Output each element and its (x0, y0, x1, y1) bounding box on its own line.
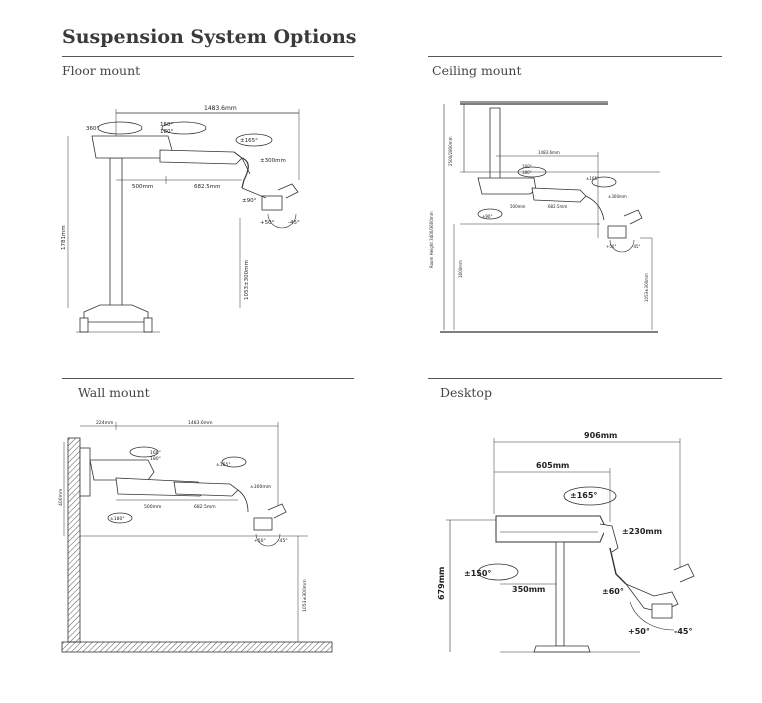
wall-dim-seg1: 500mm (144, 504, 161, 510)
wall-dim-minus45: -45° (278, 538, 288, 544)
floor-panel-rule (62, 56, 354, 57)
desktop-dim-base: 350mm (512, 585, 545, 594)
desktop-dim-minus45: -45° (674, 627, 692, 636)
floor-mount-diagram: 1483.6mm 360° 160° 180° ±165° ±300mm 500… (61, 105, 300, 333)
desktop-dim-tilt: ±165° (570, 491, 597, 500)
wall-dim-working-height: 1053±300mm (302, 579, 308, 612)
ceiling-panel-rule (428, 56, 722, 57)
desktop-dim-seg: 605mm (536, 461, 569, 470)
page-title: Suspension System Options (62, 26, 357, 48)
ceiling-dim-rot-b: 180° (522, 170, 532, 175)
ceiling-dim-head: ±90° (482, 214, 492, 219)
wall-dim-bracket-height: 400mm (58, 489, 64, 506)
ceiling-dim-rot-a: 160° (522, 164, 532, 169)
ceiling-mount-diagram: Room Height 3400/3600mm 2500/2800mm 1483… (429, 101, 660, 333)
desktop-panel-label: Desktop (440, 385, 492, 400)
ceiling-dim-vertical: ±300mm (608, 194, 627, 199)
floor-dim-seg1: 500mm (132, 184, 153, 190)
desktop-dim-head: ±60° (602, 587, 624, 596)
floor-dim-head: ±90° (242, 198, 257, 204)
ceiling-dim-seg1: 500mm (510, 204, 526, 209)
wall-dim-seg2: 682.5mm (194, 504, 216, 510)
wall-panel-rule (62, 378, 354, 379)
wall-dim-offset: 224mm (96, 420, 113, 426)
wall-dim-plus50: +50° (254, 538, 266, 544)
ceiling-dim-width: 1483.6mm (538, 150, 560, 155)
desktop-dim-height: 679mm (437, 567, 446, 600)
floor-dim-width: 1483.6mm (204, 105, 237, 112)
ceiling-dim-minus45: -45° (632, 244, 641, 249)
ceiling-dim-plus50: +50° (606, 244, 616, 249)
floor-panel-label: Floor mount (62, 63, 141, 78)
floor-dim-rot-b: 180° (160, 129, 173, 135)
desktop-dim-rot: ±150° (464, 569, 491, 578)
desktop-mount-diagram: 906mm 605mm ±165° ±230mm ±150° 350mm 679… (437, 431, 695, 653)
ceiling-dim-working-height: 1053±300mm (644, 273, 649, 302)
wall-dim-rot-b: 180° (150, 456, 161, 462)
wall-dim-vertical: ±300mm (250, 484, 271, 490)
wall-dim-rot-a: 160° (150, 450, 161, 456)
floor-dim-total-height: 1781mm (61, 225, 67, 250)
wall-dim-width: 1483.6mm (188, 420, 213, 426)
floor-dim-vertical: ±300mm (260, 158, 286, 164)
ceiling-dim-column: 2500/2800mm (448, 136, 453, 166)
wall-panel-label: Wall mount (78, 385, 150, 400)
wall-dim-tilt: ±165° (216, 462, 231, 468)
floor-dim-working-height: 1053±300mm (244, 260, 250, 300)
ceiling-dim-room-height: Room Height 3400/3600mm (429, 211, 434, 268)
desktop-dim-width: 906mm (584, 431, 617, 440)
floor-dim-plus50: +50° (260, 220, 275, 226)
floor-dim-rot-left: 360° (86, 126, 99, 132)
floor-dim-minus45: -45° (288, 220, 300, 226)
desktop-dim-vertical: ±230mm (622, 527, 662, 536)
floor-dim-seg2: 682.5mm (194, 184, 220, 190)
wall-dim-wall-rot: ±180° (110, 516, 125, 522)
floor-dim-tilt: ±165° (240, 138, 258, 144)
wall-mount-diagram: 224mm 1483.6mm 160° 180° ±165° ±300mm 50… (58, 420, 333, 653)
desktop-dim-plus50: +50° (628, 627, 650, 636)
ceiling-panel-label: Ceiling mount (432, 63, 522, 78)
ceiling-dim-seg2: 682.5mm (548, 204, 567, 209)
desktop-panel-rule (428, 378, 722, 379)
ceiling-dim-lower-height: 1600mm (458, 260, 463, 278)
floor-dim-rot-a: 160° (160, 122, 173, 128)
ceiling-dim-tilt: ±165° (586, 176, 599, 181)
